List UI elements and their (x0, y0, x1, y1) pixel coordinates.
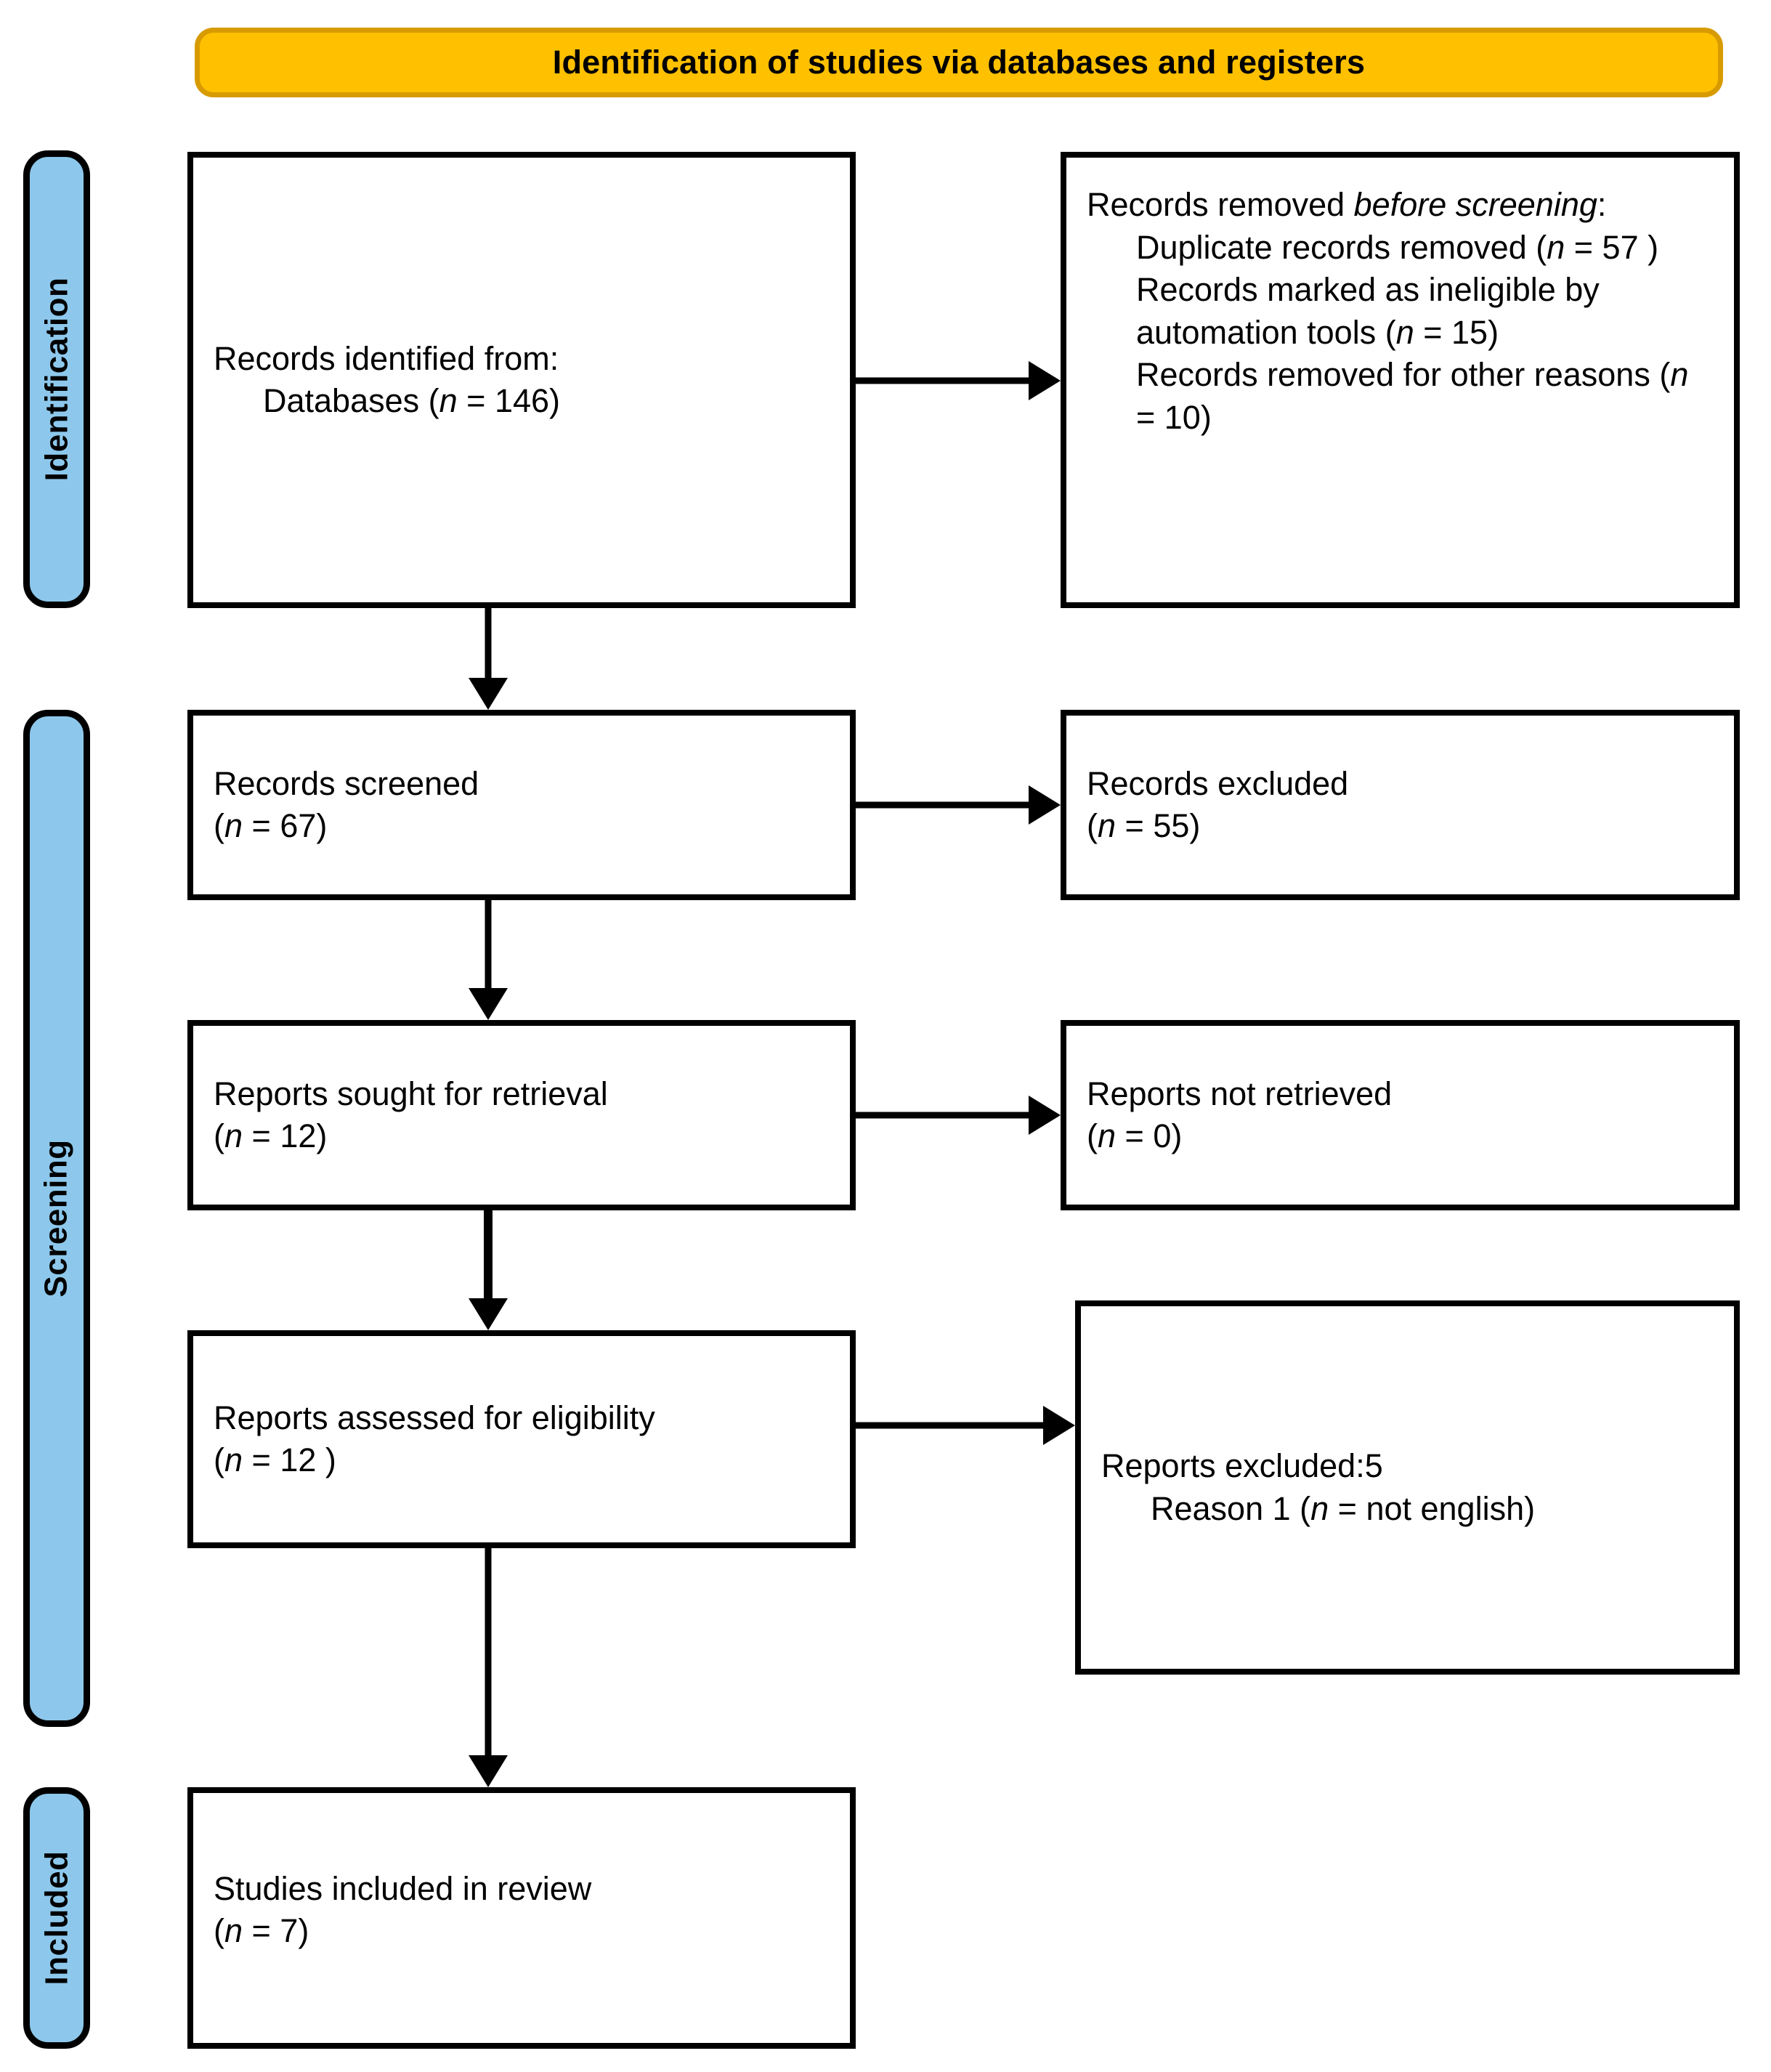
studies-included-line-2: (n = 7) (214, 1910, 830, 1953)
studies-included-count: = 7) (243, 1912, 309, 1949)
arrow-head (469, 1298, 508, 1330)
box-records-excluded-text: Records excluded (n = 55) (1066, 763, 1734, 848)
n-symbol: n (439, 382, 458, 419)
reports-excluded-reason-value: = not english) (1329, 1489, 1536, 1527)
stage-label-screening-text: Screening (38, 1139, 74, 1298)
stage-label-identification-text: Identification (38, 277, 74, 482)
arrow-shaft (485, 1548, 492, 1755)
box-reports-assessed: Reports assessed for eligibility (n = 12… (187, 1330, 856, 1548)
removed-before-duplicates-count: = 57 ) (1565, 228, 1659, 266)
removed-before-duplicates-a: Duplicate records removed ( (1136, 228, 1547, 266)
records-excluded-count: = 55) (1116, 807, 1201, 844)
records-identified-line-2: Databases (n = 146) (214, 380, 830, 423)
reports-sought-line-2: (n = 12) (214, 1115, 830, 1158)
box-reports-excluded: Reports excluded:5 Reason 1 (n = not eng… (1075, 1300, 1740, 1675)
reports-excluded-reason-1: Reason 1 (n = not english) (1101, 1488, 1714, 1531)
removed-before-ineligible-count: = 15) (1414, 313, 1499, 351)
removed-before-heading-colon: : (1597, 186, 1607, 223)
stage-label-included-text: Included (38, 1850, 74, 1986)
records-screened-line-1: Records screened (214, 764, 479, 802)
arrow-head (1029, 361, 1061, 400)
arrow-head (469, 678, 508, 710)
reports-assessed-count: = 12 ) (243, 1441, 336, 1478)
stage-label-included: Included (23, 1787, 90, 2049)
removed-before-heading-italic: before screening (1353, 186, 1597, 223)
records-excluded-line-1: Records excluded (1087, 764, 1349, 802)
arrow-shaft (856, 1112, 1029, 1119)
removed-before-other-a: Records removed for other reasons ( (1136, 356, 1671, 393)
paren-open: ( (214, 1117, 224, 1154)
n-symbol: n (224, 807, 243, 844)
stage-label-identification: Identification (23, 150, 90, 608)
n-symbol: n (1098, 1117, 1116, 1154)
n-symbol: n (1098, 807, 1116, 844)
box-reports-excluded-text: Reports excluded:5 Reason 1 (n = not eng… (1081, 1445, 1734, 1530)
removed-before-other-count: = 10) (1136, 356, 1698, 436)
arrow-shaft (856, 801, 1029, 809)
removed-before-ineligible: Records marked as ineligible by automati… (1087, 269, 1714, 354)
studies-included-line-1: Studies included in review (214, 1869, 592, 1907)
n-symbol: n (224, 1117, 243, 1154)
paren-open: ( (214, 1912, 224, 1949)
n-symbol: n (224, 1912, 243, 1949)
records-identified-count: = 146) (457, 382, 561, 419)
arrow-shaft (485, 608, 492, 678)
removed-before-duplicates: Duplicate records removed (n = 57 ) (1087, 227, 1714, 270)
box-records-screened-text: Records screened (n = 67) (193, 763, 850, 848)
reports-assessed-line-1: Reports assessed for eligibility (214, 1399, 655, 1436)
arrow-shaft (856, 1422, 1043, 1429)
box-records-identified: Records identified from: Databases (n = … (187, 152, 856, 608)
arrow-head (1029, 785, 1061, 825)
stage-label-screening: Screening (23, 710, 90, 1727)
arrow-shaft (484, 1210, 493, 1298)
box-reports-not-retrieved-text: Reports not retrieved (n = 0) (1066, 1073, 1734, 1158)
n-symbol: n (224, 1441, 243, 1478)
box-studies-included-text: Studies included in review (n = 7) (193, 1868, 850, 1953)
arrow-head (469, 1755, 508, 1787)
arrow-head (469, 988, 508, 1020)
reports-not-retrieved-line-2: (n = 0) (1087, 1115, 1714, 1158)
box-records-excluded: Records excluded (n = 55) (1061, 710, 1740, 900)
diagram-title: Identification of studies via databases … (552, 44, 1366, 81)
reports-excluded-line-1: Reports excluded:5 (1101, 1447, 1383, 1484)
box-reports-sought-text: Reports sought for retrieval (n = 12) (193, 1073, 850, 1158)
removed-before-ineligible-a: Records marked as ineligible by automati… (1136, 271, 1609, 351)
records-identified-source: Databases ( (263, 382, 439, 419)
n-symbol: n (1310, 1489, 1329, 1527)
records-screened-line-2: (n = 67) (214, 805, 830, 848)
box-reports-sought: Reports sought for retrieval (n = 12) (187, 1020, 856, 1210)
box-records-screened: Records screened (n = 67) (187, 710, 856, 900)
box-records-removed-text: Records removed before screening: Duplic… (1066, 158, 1734, 439)
n-symbol: n (1547, 228, 1565, 266)
diagram-header-banner: Identification of studies via databases … (195, 28, 1723, 97)
n-symbol: n (1395, 313, 1414, 351)
records-excluded-line-2: (n = 55) (1087, 805, 1714, 848)
reports-not-retrieved-line-1: Reports not retrieved (1087, 1075, 1393, 1112)
removed-before-heading: Records removed before screening: (1087, 184, 1714, 227)
reports-not-retrieved-count: = 0) (1116, 1117, 1183, 1154)
box-records-removed-before-screening: Records removed before screening: Duplic… (1061, 152, 1740, 608)
n-symbol: n (1670, 356, 1689, 393)
arrow-shaft (485, 900, 492, 988)
box-reports-assessed-text: Reports assessed for eligibility (n = 12… (193, 1397, 850, 1482)
paren-open: ( (214, 1441, 224, 1478)
reports-sought-line-1: Reports sought for retrieval (214, 1075, 608, 1112)
box-reports-not-retrieved: Reports not retrieved (n = 0) (1061, 1020, 1740, 1210)
removed-before-heading-a: Records removed (1087, 186, 1354, 223)
removed-before-other: Records removed for other reasons (n = 1… (1087, 354, 1714, 439)
paren-open: ( (214, 807, 224, 844)
arrow-head (1029, 1096, 1061, 1135)
box-studies-included: Studies included in review (n = 7) (187, 1787, 856, 2049)
reports-excluded-reason-label: Reason 1 ( (1151, 1489, 1311, 1527)
records-screened-count: = 67) (243, 807, 328, 844)
box-records-identified-text: Records identified from: Databases (n = … (193, 338, 850, 423)
reports-assessed-line-2: (n = 12 ) (214, 1439, 830, 1482)
paren-open: ( (1087, 807, 1098, 844)
records-identified-line-1: Records identified from: (214, 339, 559, 377)
arrow-shaft (856, 377, 1029, 384)
arrow-head (1043, 1406, 1075, 1445)
reports-sought-count: = 12) (243, 1117, 328, 1154)
paren-open: ( (1087, 1117, 1098, 1154)
